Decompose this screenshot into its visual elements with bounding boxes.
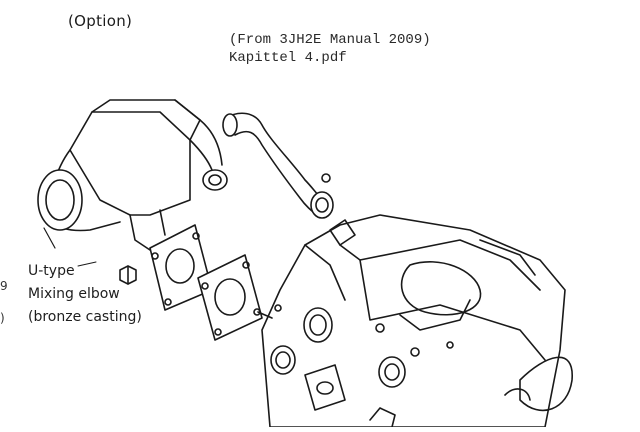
heat-exchanger-illustration [257,214,573,428]
part-label-name: Mixing elbow [28,286,120,302]
source-filename: Kapittel 4.pdf [229,50,347,66]
edge-mark: 9 [0,279,8,293]
edge-mark: ) [0,311,5,325]
leader-line [77,261,97,267]
part-label-type: U-type [28,263,75,279]
source-reference: (From 3JH2E Manual 2009) [229,32,431,48]
part-label-material: (bronze casting) [28,309,142,325]
mixing-elbow-illustration [37,99,228,251]
option-label: (Option) [68,12,133,30]
nut-illustration [119,265,137,285]
gasket-illustration [197,254,263,341]
hose-illustration [222,112,334,219]
